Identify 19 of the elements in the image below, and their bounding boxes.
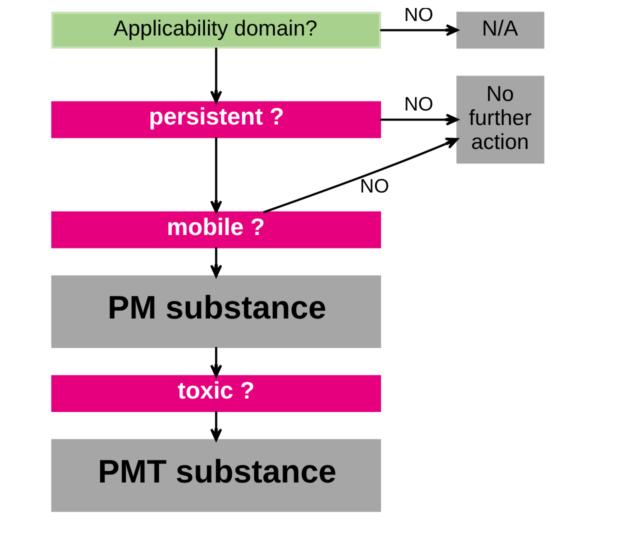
node-box: No further action: [456, 76, 544, 164]
node-box: PM substance: [51, 275, 382, 348]
node-box: mobile ?: [51, 211, 382, 248]
arrow: [210, 48, 222, 104]
edge-label: NO: [404, 4, 434, 26]
arrow: [263, 138, 458, 214]
node-box: N/A: [456, 12, 544, 49]
edge-label: NO: [360, 175, 390, 198]
arrow: [210, 347, 222, 378]
arrow: [210, 411, 222, 442]
arrow: [380, 24, 459, 36]
node-box: Applicability domain?: [51, 12, 382, 49]
arrow: [380, 114, 459, 126]
arrow: [210, 137, 222, 214]
node-box: toxic ?: [51, 375, 382, 412]
arrow: [210, 247, 222, 278]
node-box: persistent ?: [51, 101, 382, 138]
edge-label: NO: [404, 93, 434, 116]
node-box: PMT substance: [51, 439, 382, 512]
